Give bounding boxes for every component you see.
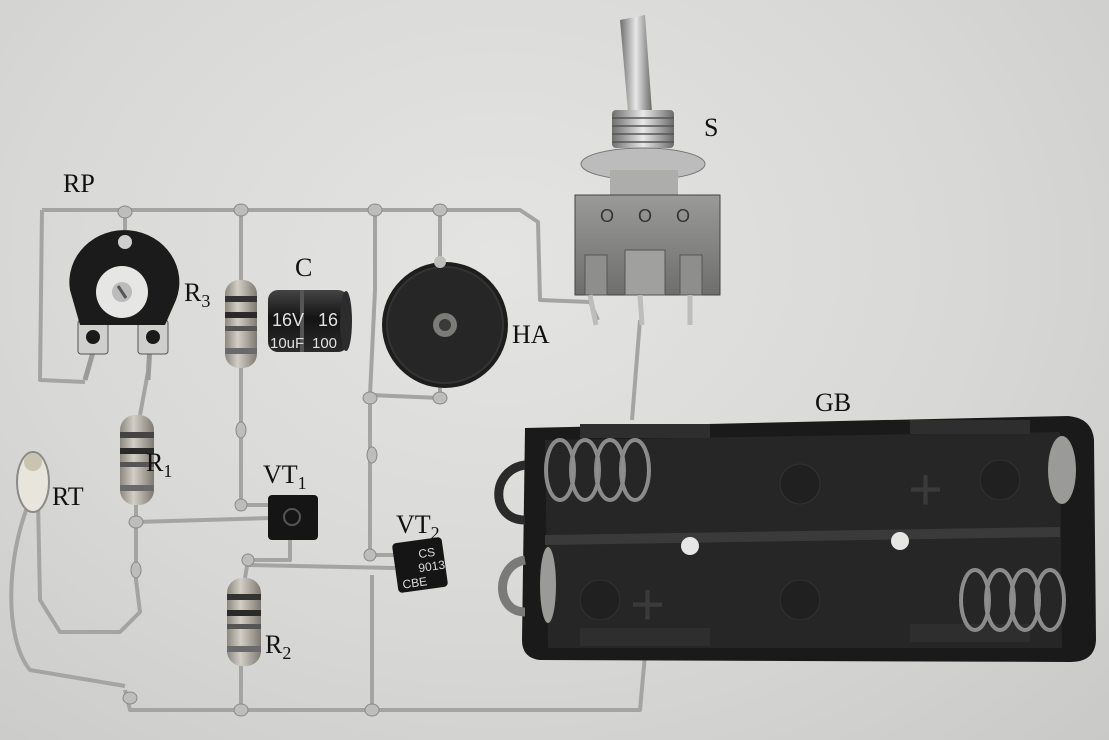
label-gb: GB (815, 388, 852, 417)
vt1-transistor (268, 495, 318, 540)
label-rp: RP (63, 169, 95, 198)
label-vt1: VT1 (263, 460, 307, 493)
ground-rail-wire (123, 654, 647, 712)
r2-resistor (227, 578, 261, 666)
toggle-switch-s: O O O (574, 15, 721, 326)
label-rt: RT (52, 482, 84, 511)
rt-thermistor (16, 451, 50, 513)
switch-mark-2: O (638, 206, 652, 226)
r3-potentiometer (69, 230, 180, 381)
switch-mark-1: O (600, 206, 614, 226)
label-s: S (704, 113, 719, 142)
capacitor-c: 16V 16 10uF 100 (268, 290, 352, 352)
vt2-mark-2: 9013 (417, 558, 446, 576)
label-r3: R3 (184, 278, 211, 311)
label-ha: HA (512, 320, 550, 349)
r1-resistor (120, 415, 154, 505)
cap-mark-2: 16 (318, 310, 338, 330)
buzzer-ha (382, 256, 508, 388)
battery-holder-gb: + + (494, 416, 1096, 662)
cap-mark-4: 100 (312, 335, 337, 352)
switch-mark-3: O (676, 206, 690, 226)
battery-plus-1: + (908, 456, 943, 523)
vt2-transistor: CS 9013 CBE (392, 537, 448, 593)
label-c: C (295, 253, 313, 282)
cap-mark-1: 16V (272, 310, 304, 330)
left-rp-wire (38, 209, 86, 384)
vt2-mark-1: CS (417, 545, 435, 561)
label-vt2: VT2 (396, 510, 440, 543)
cap-mark-3: 10uF (270, 335, 304, 352)
label-r2: R2 (265, 630, 292, 663)
solder-joints (117, 203, 448, 717)
label-r1: R1 (146, 448, 173, 481)
battery-plus-2: + (630, 571, 665, 638)
vt2-mark-3: CBE (402, 574, 428, 591)
upper-resistor (225, 280, 257, 368)
